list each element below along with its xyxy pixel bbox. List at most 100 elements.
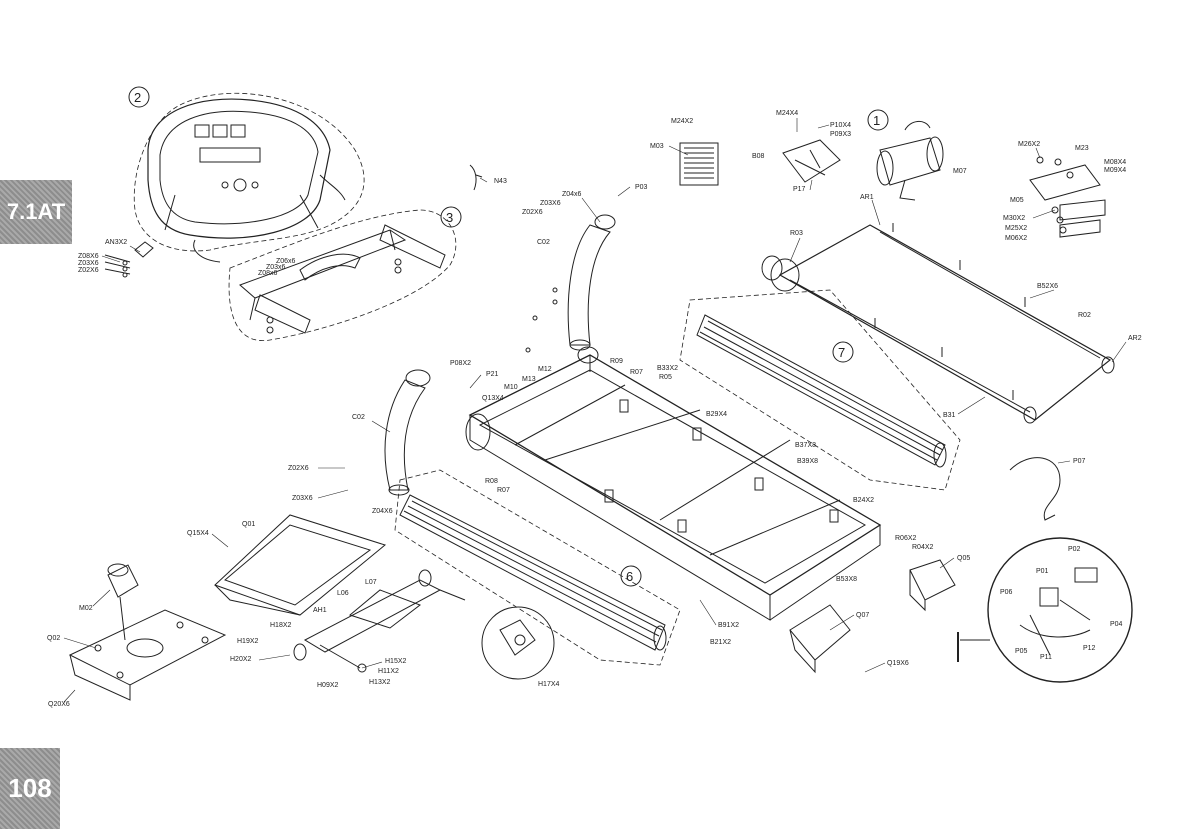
page-number: 108 bbox=[0, 748, 60, 829]
label-P03: P03 bbox=[635, 184, 648, 191]
motor-mount-m05 bbox=[1029, 156, 1106, 238]
callout-3: 3 bbox=[446, 210, 453, 225]
handlebar-crossbar bbox=[239, 224, 446, 334]
label-B29X4: B29X4 bbox=[706, 411, 727, 418]
label-R05: R05 bbox=[659, 374, 672, 381]
label-Q05: Q05 bbox=[957, 555, 970, 562]
label-C02-lower: C02 bbox=[352, 414, 365, 421]
label-H11X2: H11X2 bbox=[378, 668, 399, 675]
label-Z03x6: Z03x6 bbox=[266, 264, 286, 271]
label-P04: P04 bbox=[1110, 621, 1123, 628]
label-Z06x6: Z06x6 bbox=[276, 258, 296, 265]
callout-circle-1 bbox=[867, 109, 889, 131]
label-P06: P06 bbox=[1000, 589, 1013, 596]
label-R08: R08 bbox=[485, 478, 498, 485]
label-Z08X6: Z08X6 bbox=[78, 253, 99, 260]
label-R09: R09 bbox=[610, 358, 623, 365]
label-B53X8: B53X8 bbox=[836, 576, 857, 583]
label-B39X8: B39X8 bbox=[797, 458, 818, 465]
callout-2: 2 bbox=[134, 90, 141, 105]
label-B24X2: B24X2 bbox=[853, 497, 874, 504]
chapter-tab: 7.1AT bbox=[0, 180, 72, 244]
label-Z08x6: Z08x6 bbox=[258, 270, 278, 277]
label-H20X2: H20X2 bbox=[230, 656, 252, 663]
label-M09X4: M09X4 bbox=[1104, 167, 1126, 174]
electronics-detail-circle bbox=[960, 537, 1133, 683]
label-Z04X6: Z04X6 bbox=[372, 508, 393, 515]
side-rail-right bbox=[696, 314, 947, 468]
label-Z03X6-lower: Z03X6 bbox=[292, 495, 313, 502]
side-rail-left bbox=[399, 494, 667, 651]
label-B52X6: B52X6 bbox=[1037, 283, 1058, 290]
label-M06X2: M06X2 bbox=[1005, 235, 1027, 242]
label-P09X3: P09X3 bbox=[830, 131, 851, 138]
label-R02: R02 bbox=[1078, 312, 1091, 319]
running-deck bbox=[761, 223, 1115, 424]
motor-bracket-b08 bbox=[782, 139, 841, 183]
label-Z04x6: Z04x6 bbox=[562, 191, 582, 198]
console-fasteners bbox=[104, 241, 154, 278]
motor-hood-q01 bbox=[214, 514, 387, 616]
label-P12: P12 bbox=[1083, 645, 1096, 652]
label-P07: P07 bbox=[1073, 458, 1086, 465]
label-AR1: AR1 bbox=[860, 194, 874, 201]
label-L07: L07 bbox=[365, 579, 377, 586]
label-P08X2: P08X2 bbox=[450, 360, 471, 367]
label-B37X8: B37X8 bbox=[795, 442, 816, 449]
label-N43: N43 bbox=[494, 178, 507, 185]
label-R03: R03 bbox=[790, 230, 803, 237]
label-Q01: Q01 bbox=[242, 521, 255, 528]
label-Q07: Q07 bbox=[856, 612, 869, 619]
label-M23: M23 bbox=[1075, 145, 1089, 152]
label-M26X2: M26X2 bbox=[1018, 141, 1040, 148]
label-H13X2: H13X2 bbox=[369, 679, 391, 686]
label-Q19X6: Q19X6 bbox=[887, 660, 909, 667]
label-M25X2: M25X2 bbox=[1005, 225, 1027, 232]
label-Q20X6: Q20X6 bbox=[48, 701, 70, 708]
upright-column-right bbox=[525, 214, 616, 353]
callout-1: 1 bbox=[873, 113, 880, 128]
label-R04X2: R04X2 bbox=[912, 544, 934, 551]
label-Q02: Q02 bbox=[47, 635, 60, 642]
label-P17: P17 bbox=[793, 186, 806, 193]
label-B91X2: B91X2 bbox=[718, 622, 739, 629]
label-B21X2: B21X2 bbox=[710, 639, 731, 646]
label-P01: P01 bbox=[1036, 568, 1049, 575]
label-M10: M10 bbox=[504, 384, 518, 391]
label-M30X2: M30X2 bbox=[1003, 215, 1025, 222]
label-Z03X6-left: Z03X6 bbox=[78, 260, 99, 267]
label-M24X4: M24X4 bbox=[776, 110, 798, 117]
power-cord-p07 bbox=[1009, 457, 1061, 521]
motor-grille-m03 bbox=[679, 142, 719, 186]
label-P05: P05 bbox=[1015, 648, 1028, 655]
label-H15X2: H15X2 bbox=[385, 658, 407, 665]
label-H18X2: H18X2 bbox=[270, 622, 292, 629]
console-assembly bbox=[147, 98, 346, 263]
label-B08: B08 bbox=[752, 153, 765, 160]
label-Z03X6: Z03X6 bbox=[540, 200, 561, 207]
label-Q13X4: Q13X4 bbox=[482, 395, 504, 402]
label-Z02X6-lower: Z02X6 bbox=[288, 465, 309, 472]
label-Z02X6: Z02X6 bbox=[522, 209, 543, 216]
label-P02: P02 bbox=[1068, 546, 1081, 553]
label-M24X2: M24X2 bbox=[671, 118, 693, 125]
drive-motor bbox=[876, 121, 944, 201]
callout-circle-6 bbox=[620, 565, 642, 587]
label-R06X2: R06X2 bbox=[895, 535, 917, 542]
label-P21: P21 bbox=[486, 371, 499, 378]
label-M13: M13 bbox=[522, 376, 536, 383]
callout-circle-3 bbox=[440, 206, 462, 228]
label-R07-lower: R07 bbox=[497, 487, 510, 494]
upright-column-left bbox=[384, 369, 431, 496]
label-Z02X6-left: Z02X6 bbox=[78, 267, 99, 274]
label-AR2: AR2 bbox=[1128, 335, 1142, 342]
label-M08X4: M08X4 bbox=[1104, 159, 1126, 166]
label-B33X2: B33X2 bbox=[657, 365, 678, 372]
callout-circle-7 bbox=[832, 341, 854, 363]
detail-circle-h17 bbox=[481, 606, 555, 680]
label-AH1: AH1 bbox=[313, 607, 327, 614]
label-M03: M03 bbox=[650, 143, 664, 150]
end-cap-q07 bbox=[789, 604, 851, 674]
label-L06: L06 bbox=[337, 590, 349, 597]
